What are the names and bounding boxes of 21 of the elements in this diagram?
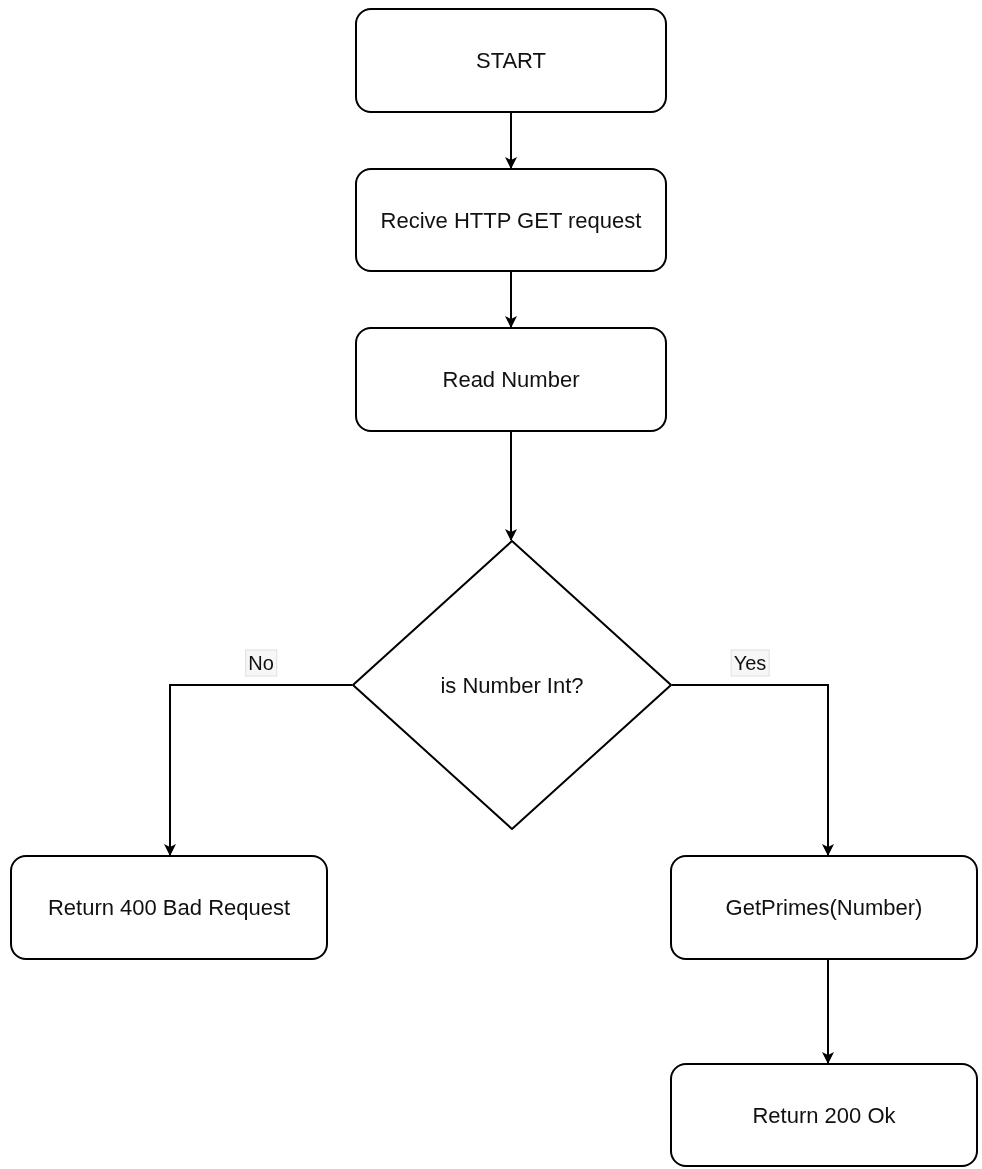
process-box (670, 855, 978, 960)
arrow (505, 431, 517, 541)
arrow (822, 959, 834, 1064)
decision-text: is Number Int? (440, 671, 584, 700)
box-text: Recive HTTP GET request (380, 206, 642, 235)
edge-label: No (245, 649, 277, 677)
box-text: START (475, 47, 547, 75)
edge-label: Yes (730, 649, 770, 677)
process-box (355, 168, 667, 272)
arrow (671, 684, 834, 856)
box-text: Return 200 Ok (752, 1101, 896, 1130)
arrow (505, 112, 517, 169)
process-box (670, 1063, 978, 1167)
arrow (164, 684, 353, 856)
process-box (355, 327, 667, 432)
box-text: GetPrimes(Number) (725, 894, 923, 922)
box-text: Read Number (442, 366, 580, 394)
process-box (355, 8, 667, 113)
arrow (505, 271, 517, 328)
process-box (10, 855, 328, 960)
box-text: Return 400 Bad Request (47, 894, 291, 922)
